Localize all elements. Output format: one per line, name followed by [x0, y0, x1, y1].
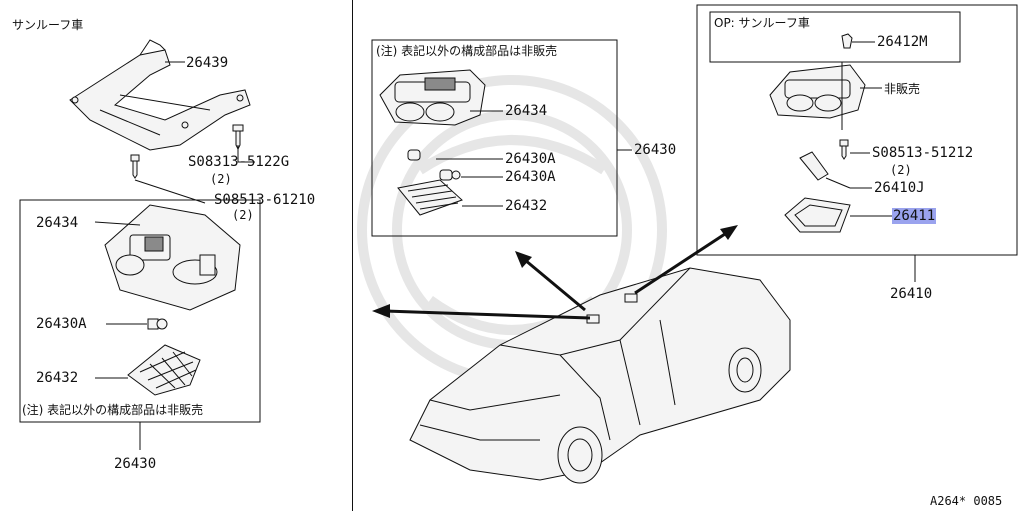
lens-left	[95, 344, 201, 396]
part-number-26410[interactable]: 26410	[890, 286, 933, 302]
part-number-screw-2[interactable]: S08513-61210	[214, 192, 316, 208]
screw-2-quantity: (2)	[232, 208, 254, 222]
diagram-code: A264* 0085	[930, 494, 1003, 508]
screw-right	[839, 139, 870, 160]
bulb-right	[799, 151, 872, 189]
part-number-26434-left[interactable]: 26434	[36, 215, 79, 231]
part-number-26412M[interactable]: 26412M	[877, 34, 928, 50]
part-number-26439[interactable]: 26439	[186, 55, 229, 71]
part-number-26430-left[interactable]: 26430	[114, 456, 157, 472]
part-number-screw-1[interactable]: S08313-5122G	[188, 154, 290, 170]
part-number-26432-left[interactable]: 26432	[36, 370, 79, 386]
screw-right-quantity: (2)	[890, 163, 912, 177]
part-number-26430A-middle-2[interactable]: 26430A	[505, 169, 556, 185]
part-number-26434-middle[interactable]: 26434	[505, 103, 548, 119]
part-number-26411-text: 26411	[892, 208, 937, 224]
part-number-26410J[interactable]: 26410J	[874, 180, 925, 196]
left-panel-title: サンルーフ車	[12, 18, 84, 32]
part-number-26432-middle[interactable]: 26432	[505, 198, 548, 214]
right-panel-title: OP: サンルーフ車	[714, 16, 810, 30]
car-illustration	[409, 267, 791, 484]
part-number-26430A-middle-1[interactable]: 26430A	[505, 151, 556, 167]
part-number-26430-middle[interactable]: 26430	[634, 142, 677, 158]
lens-right	[784, 197, 892, 233]
bulbs-middle	[407, 149, 503, 181]
panel-divider	[352, 0, 353, 511]
bulb-left	[106, 318, 168, 330]
clip-26412M	[841, 33, 875, 49]
lamp-housing-left	[94, 204, 241, 311]
part-number-screw-right[interactable]: S08513-51212	[872, 145, 974, 161]
lamp-housing-right	[769, 62, 882, 130]
not-sold-label: 非販売	[884, 82, 921, 96]
lamp-housing-middle	[379, 69, 503, 126]
part-number-26411-highlighted[interactable]: 26411	[892, 208, 937, 224]
pointer-arrows	[372, 225, 738, 320]
lens-middle	[397, 179, 503, 216]
screw-1-quantity: (2)	[210, 172, 232, 186]
left-panel-note: (注) 表記以外の構成部品は非販売	[22, 403, 204, 417]
part-number-26430A-left[interactable]: 26430A	[36, 316, 87, 332]
screw-icons-left	[130, 124, 255, 204]
roof-bracket-26439	[69, 39, 251, 151]
middle-panel-note: (注) 表記以外の構成部品は非販売	[376, 44, 558, 58]
